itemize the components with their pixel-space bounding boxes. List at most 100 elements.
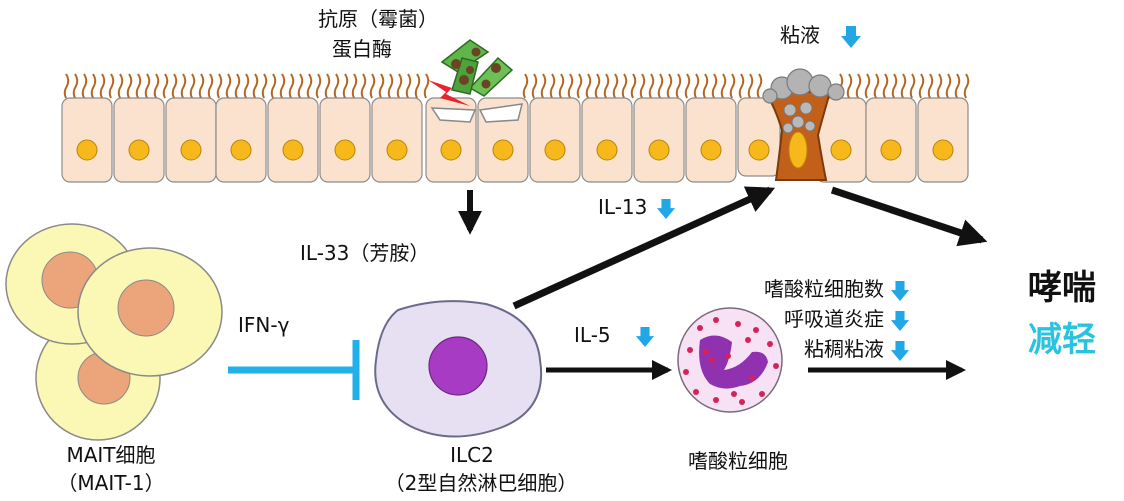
cilium [423,73,430,99]
cilium [99,73,106,99]
cilium [324,73,331,99]
eosinophil-granule [693,389,699,395]
cilium [81,73,88,99]
inflammation-row: 呼吸道炎症 [784,306,910,333]
cilium [342,73,349,99]
eosinophil-granule [745,337,751,343]
cilium [882,73,889,99]
cilium [711,73,718,99]
cilium [396,73,403,99]
eosinophil-granule [773,363,779,369]
cilium [135,73,142,99]
epithelial-nucleus [76,139,98,161]
eosinophil-granule [767,341,773,347]
eosinophil-granule [735,321,741,327]
cilium [162,73,169,99]
cilium [855,73,862,99]
cilium [351,73,358,99]
mucus-label: 粘液 [780,22,862,50]
cilium [693,73,700,99]
cilium [612,73,619,99]
epithelial-nucleus [334,139,356,161]
cilium [675,73,682,99]
eosinophil-label: 嗜酸粒细胞 [688,449,788,473]
cilium [198,73,205,99]
ilc2-cell [374,300,543,438]
cilium [243,73,250,99]
cilium [900,73,907,99]
epithelial-nucleus [440,139,462,161]
eosinophil-cell [677,307,783,413]
cilium [630,73,637,99]
mait-label: MAIT细胞 [66,443,156,467]
epithelial-nucleus [282,139,304,161]
eosinophil-granule [725,353,731,359]
cilium [279,73,286,99]
il5-label: IL-5 [574,322,655,349]
cilium [180,73,187,99]
mait-cell-cluster [5,223,223,441]
cilium [369,73,376,99]
cilium [702,73,709,99]
cilium [531,73,538,99]
cilium [540,73,547,99]
cilium [873,73,880,99]
cilium [909,73,916,99]
il33-label: IL-33（芳胺） [300,241,430,265]
mucus-decrease-icon [841,25,862,48]
cilium [621,73,628,99]
goblet-cell [764,91,832,181]
cilium [378,73,385,99]
cilium [918,73,925,99]
cilium [189,73,196,99]
cilium [729,73,736,99]
cilium [720,73,727,99]
cilium [207,73,214,99]
cilium [144,73,151,99]
ifn-inhibition-line [228,340,360,400]
eosinophil-granule [697,325,703,331]
protease-label: 蛋白酶 [332,37,392,61]
cilium [108,73,115,99]
antigen-label: 抗原（霉菌） [318,7,438,31]
eosinophil-granule [709,357,715,363]
epithelial-nucleus [700,139,722,161]
cilium [927,73,934,99]
mait-sub-label: （MAIT-1） [57,471,165,495]
cilium [414,73,421,99]
cilium [306,73,313,99]
airway-epithelium [61,97,969,183]
epithelial-nucleus [128,139,150,161]
epithelial-nucleus [230,139,252,161]
cilium [216,73,223,99]
cilium [252,73,259,99]
eosinophil-granule [731,391,737,397]
cilium [864,73,871,99]
il5-decrease-icon [635,326,655,347]
cilium [333,73,340,99]
il5-text: IL-5 [574,323,611,347]
cilium [567,73,574,99]
cilium [522,73,529,99]
mucus-outcome-arrow [830,186,988,247]
cilium [387,73,394,99]
cilium [954,73,961,99]
cilium [603,73,610,99]
cilium [846,73,853,99]
cilium [171,73,178,99]
cilium [315,73,322,99]
epithelial-nucleus [596,139,618,161]
epithelial-nucleus [180,139,202,161]
eosinophil-granule [713,397,719,403]
cilium [72,73,79,99]
cilium [945,73,952,99]
il13-decrease-icon [656,198,675,219]
il13-arrow [512,186,776,310]
epithelial-nucleus [880,139,902,161]
cilium [936,73,943,99]
cilium [234,73,241,99]
damaged-cell-tops [430,103,523,123]
viscous-mucus-row: 粘稠粘液 [804,336,910,363]
eosinophil-granule [739,399,745,405]
cilium [558,73,565,99]
